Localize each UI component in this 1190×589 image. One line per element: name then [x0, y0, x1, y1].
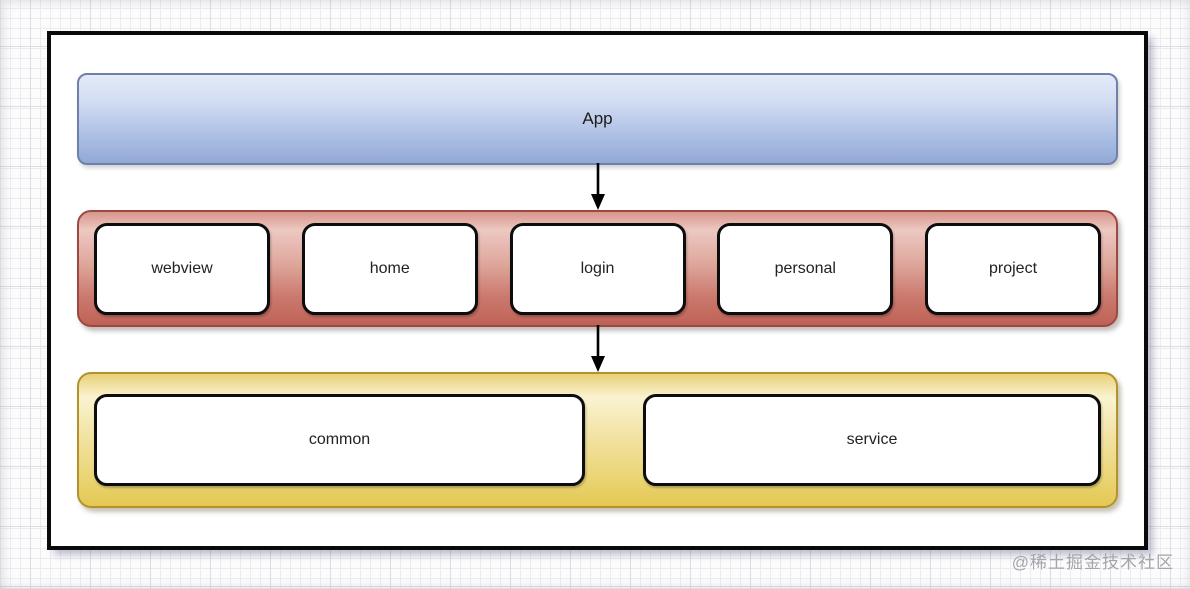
module-node-home-label: home [369, 259, 410, 277]
app-node-label: App [582, 109, 613, 128]
module-node-personal-label: personal [774, 259, 836, 277]
module-node-webview-label: webview [151, 259, 213, 277]
module-node-webview: webview [94, 222, 270, 315]
module-node-login-label: login [580, 259, 615, 277]
module-node-personal: personal [717, 222, 894, 315]
base-node-common: common [94, 394, 585, 486]
module-node-project: project [925, 222, 1101, 315]
base-node-service-label: service [846, 431, 898, 448]
modules-group: webview home login personal project [77, 210, 1118, 327]
module-node-project-label: project [988, 259, 1038, 277]
app-node: App [77, 73, 1118, 165]
base-node-common-label: common [308, 431, 371, 448]
module-node-login: login [509, 222, 686, 315]
base-group: common service [77, 372, 1118, 508]
base-node-service: service [643, 394, 1101, 486]
watermark: @稀土掘金技术社区 [1011, 553, 1174, 572]
module-node-home: home [301, 222, 478, 315]
connector-arrow-modules-to-base-icon [591, 325, 605, 372]
connector-arrow-app-to-modules-icon [591, 163, 605, 210]
